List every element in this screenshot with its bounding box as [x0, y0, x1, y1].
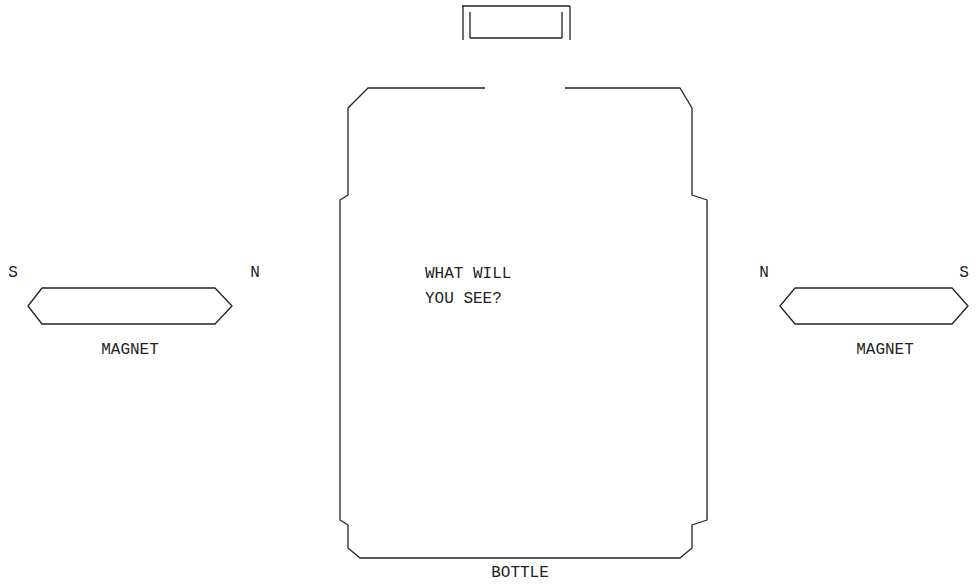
bottle-stroke: [470, 37, 562, 38]
part-name: MAGNET: [856, 338, 914, 363]
pole-label: S: [959, 261, 969, 286]
part-name: BOTTLE: [491, 561, 549, 584]
bottle-stroke: [462, 5, 570, 6]
bottle-stroke: [340, 88, 707, 558]
bottle: WHAT WILL YOU SEE? BOTTLE: [330, 0, 720, 584]
magnet: N S MAGNET: [745, 258, 977, 368]
pole-label: N: [759, 261, 769, 286]
magnet-stroke: [780, 288, 968, 324]
part-name: MAGNET: [101, 338, 159, 363]
pole-label: S: [8, 261, 18, 286]
bottle-stroke: [463, 6, 570, 40]
pole-label: N: [250, 261, 260, 286]
magnet-stroke: [28, 288, 232, 324]
bottle-outline: [330, 0, 720, 584]
question-text: WHAT WILL YOU SEE?: [425, 262, 525, 312]
magnet: S N MAGNET: [4, 258, 266, 368]
